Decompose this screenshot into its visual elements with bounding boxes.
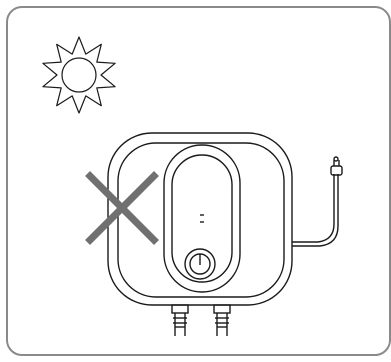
front-panel-inner xyxy=(171,154,233,283)
power-cord xyxy=(292,156,343,247)
power-knob-icon xyxy=(184,248,216,280)
water-heater-icon xyxy=(107,132,343,336)
heater-inner-shell xyxy=(117,142,285,298)
cross-mark-icon xyxy=(85,171,159,245)
power-plug xyxy=(330,165,343,176)
sun-rays xyxy=(42,36,116,114)
water-outlet-pipe xyxy=(213,304,231,336)
water-inlet-pipe xyxy=(171,304,189,336)
indicator-lights xyxy=(200,214,204,223)
sun-icon xyxy=(42,36,116,114)
front-panel-outer xyxy=(163,144,241,293)
